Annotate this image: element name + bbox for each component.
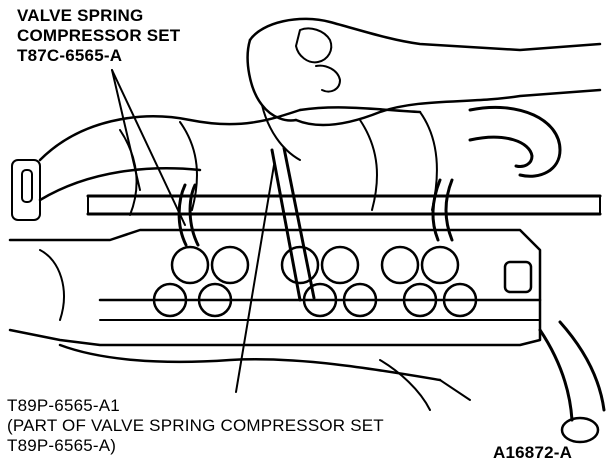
leader-lines <box>111 69 275 393</box>
compressor-tools <box>177 146 454 302</box>
callout-compressor-part: T89P-6565-A1 (PART OF VALVE SPRING COMPR… <box>7 396 384 456</box>
callout-upper-line1: VALVE SPRING <box>17 6 144 25</box>
hose <box>468 105 562 178</box>
cylinder-head <box>8 228 542 347</box>
callout-lower-line1: T89P-6565-A1 <box>7 396 120 415</box>
intake-manifold <box>11 106 438 221</box>
callout-lower-line2: (PART OF VALVE SPRING COMPRESSOR SET <box>7 416 384 435</box>
callout-lower-line3: T89P-6565-A) <box>7 436 117 455</box>
callout-upper-line2: COMPRESSOR SET <box>17 26 181 45</box>
engine-block <box>58 343 471 411</box>
technician-hand <box>246 17 602 161</box>
coolant-hose <box>538 320 606 444</box>
compressor-rail <box>86 194 602 216</box>
valve-springs <box>152 245 478 318</box>
callout-upper-line3: T87C-6565-A <box>17 46 123 65</box>
figure-id: A16872-A <box>493 443 573 462</box>
callout-valve-spring-compressor-set: VALVE SPRING COMPRESSOR SET T87C-6565-A <box>17 6 180 66</box>
